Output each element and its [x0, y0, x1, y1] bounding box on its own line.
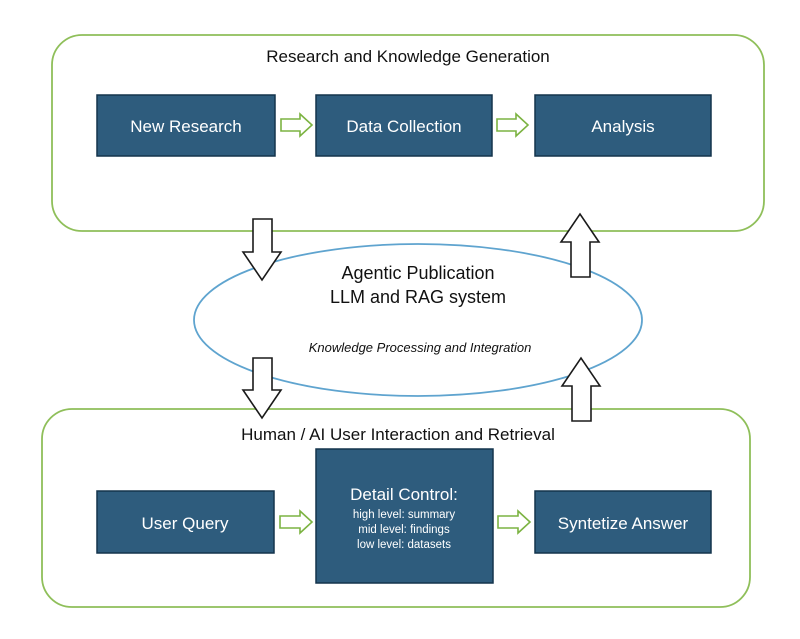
user-query-label: User Query: [142, 514, 229, 533]
agentic-system-title-line1: Agentic Publication: [341, 263, 494, 283]
detail-level-low: low level: datasets: [357, 539, 451, 551]
agentic-system-subtitle: Knowledge Processing and Integration: [309, 340, 532, 355]
detail-level-high: high level: summary: [353, 509, 456, 521]
flow-arrow-right-icon: [279, 509, 314, 535]
user-query-box: [96, 490, 275, 554]
down-arrow-icon: [241, 357, 283, 420]
research-group-frame: [51, 34, 765, 232]
agentic-system-title-line2: LLM and RAG system: [330, 287, 506, 307]
up-arrow-icon: [559, 212, 601, 278]
data-collection-label: Data Collection: [346, 117, 461, 136]
research-group-title: Research and Knowledge Generation: [266, 47, 550, 66]
interaction-group: User Query Detail Control: high level: s…: [41, 408, 751, 608]
interaction-group-title: Human / AI User Interaction and Retrieva…: [241, 425, 555, 444]
down-arrow-icon: [241, 218, 283, 282]
synthesize-answer-box: [534, 490, 712, 554]
new-research-box: [96, 94, 276, 157]
new-research-label: New Research: [130, 117, 242, 136]
detail-control-title: Detail Control:: [350, 485, 458, 504]
analysis-label: Analysis: [591, 117, 654, 136]
flow-arrow-right-icon: [280, 112, 314, 138]
detail-level-mid: mid level: findings: [358, 524, 450, 536]
agentic-system-ellipse: [193, 243, 643, 397]
interaction-group-frame: [41, 408, 751, 608]
flow-arrow-right-icon: [496, 112, 530, 138]
analysis-box: [534, 94, 712, 157]
flow-arrow-right-icon: [497, 509, 532, 535]
synthesize-answer-label: Syntetize Answer: [558, 514, 689, 533]
research-group: Research and Knowledge Generation New Re…: [51, 34, 765, 232]
detail-control-box: [315, 448, 494, 584]
agentic-publication-system: Agentic Publication LLM and RAG system K…: [193, 243, 643, 397]
data-collection-box: [315, 94, 493, 157]
up-arrow-icon: [560, 356, 602, 422]
